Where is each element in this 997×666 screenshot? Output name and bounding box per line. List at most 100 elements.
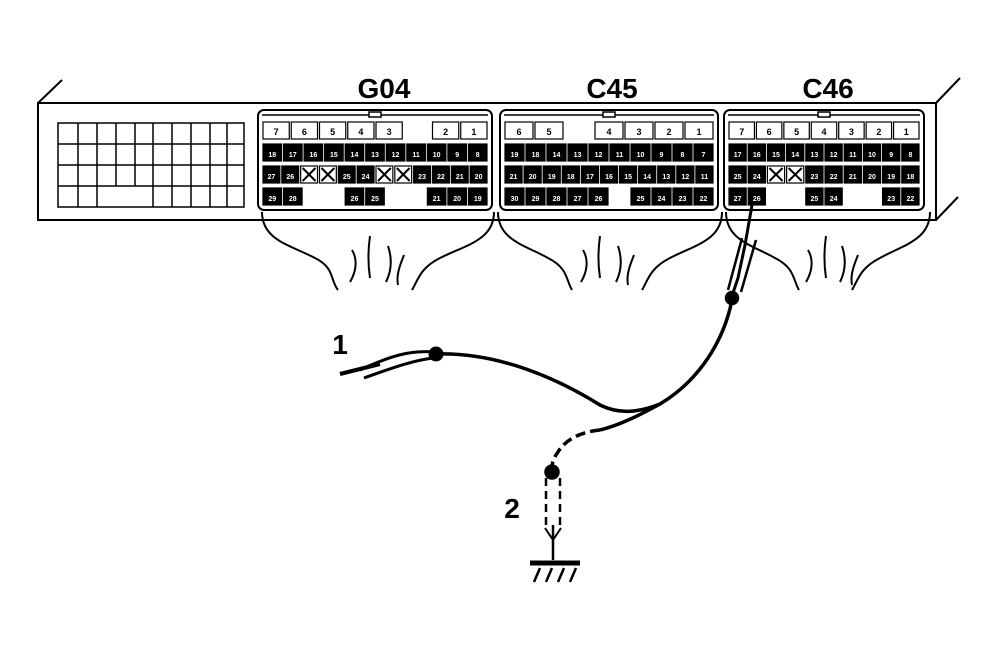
pin-number: 27 <box>574 196 582 203</box>
pin-number: 20 <box>453 196 461 203</box>
pin-number: 24 <box>830 196 838 203</box>
pin-cell: 14 <box>344 143 365 162</box>
pin-cell: 29 <box>525 187 546 206</box>
pin-number: 18 <box>907 174 915 181</box>
pin-cell: 26 <box>281 165 300 184</box>
pin-cell: 9 <box>447 143 468 162</box>
wire-harness <box>261 211 931 291</box>
pin-cell: 23 <box>805 165 824 184</box>
pin-cell: 3 <box>375 121 403 140</box>
pin-number: 29 <box>532 196 540 203</box>
pin-number: 11 <box>701 174 709 181</box>
pin-cell: 14 <box>785 143 805 162</box>
pin-number: 11 <box>849 152 857 159</box>
connector-label-c45: C45 <box>586 73 637 104</box>
pin-number: 18 <box>268 152 276 159</box>
pin-cell: 22 <box>431 165 450 184</box>
pin-number: 8 <box>476 152 480 159</box>
pin-cell: 20 <box>447 187 468 206</box>
pin-cell: 5 <box>534 121 564 140</box>
pin-cell: 11 <box>695 165 714 184</box>
pin-cell: 1 <box>892 121 920 140</box>
pin-cell: 10 <box>862 143 882 162</box>
pin-cell: 18 <box>262 143 283 162</box>
pin-number: 21 <box>433 196 441 203</box>
pin-cell: 25 <box>805 187 824 206</box>
connector-label-c46: C46 <box>802 73 853 104</box>
pin-number: 22 <box>830 174 838 181</box>
pin-cell: 6 <box>755 121 783 140</box>
pin-cell: 30 <box>504 187 525 206</box>
pin-cell: 15 <box>766 143 786 162</box>
pin-number: 8 <box>908 152 912 159</box>
pin-cell: 22 <box>901 187 920 206</box>
pin-number: 22 <box>700 196 708 203</box>
pin-number: 23 <box>887 196 895 203</box>
pin-number: 4 <box>606 127 611 137</box>
connector-label-g04: G04 <box>358 73 411 104</box>
pin-number: 23 <box>418 174 426 181</box>
pin-cell: 2 <box>865 121 893 140</box>
pin-cell: 18 <box>561 165 580 184</box>
pin-number: 13 <box>574 152 582 159</box>
pin-number: 10 <box>637 152 645 159</box>
pin-cell: 20 <box>523 165 542 184</box>
test-lead-probe <box>599 299 734 432</box>
pin-cell <box>318 165 337 184</box>
pin-cell: 8 <box>672 143 693 162</box>
pin-cell: 23 <box>672 187 693 206</box>
pin-number: 25 <box>343 174 351 181</box>
pin-cell: 13 <box>805 143 824 162</box>
pin-cell: 20 <box>862 165 882 184</box>
pin-number: 26 <box>595 196 603 203</box>
pin-number: 13 <box>811 152 819 159</box>
pin-number: 12 <box>392 152 400 159</box>
ground-icon <box>530 560 580 583</box>
pin-cell <box>785 165 805 184</box>
pin-cell: 4 <box>810 121 838 140</box>
pin-cell: 25 <box>728 165 747 184</box>
pin-cell: 28 <box>546 187 567 206</box>
pin-cell: 7 <box>693 143 714 162</box>
pin-cell: 22 <box>824 165 843 184</box>
pin-number: 26 <box>753 196 761 203</box>
pin-number: 10 <box>433 152 441 159</box>
pin-cell: 21 <box>426 187 447 206</box>
pin-number: 12 <box>830 152 838 159</box>
pin-cell: 18 <box>525 143 546 162</box>
pin-cell: 25 <box>630 187 651 206</box>
pin-cell: 6 <box>290 121 319 140</box>
pin-cell: 19 <box>504 143 525 162</box>
pin-cell: 23 <box>413 165 432 184</box>
pin-cell: 24 <box>356 165 375 184</box>
pin-cell <box>300 165 319 184</box>
pin-cell: 24 <box>651 187 672 206</box>
pin-number: 13 <box>662 174 670 181</box>
pin-cell: 17 <box>580 165 600 184</box>
pin-number: 29 <box>268 196 276 203</box>
pin-number: 6 <box>767 127 772 137</box>
pin-cell: 17 <box>282 143 303 162</box>
pin-number: 2 <box>443 127 448 137</box>
pin-cell: 12 <box>385 143 406 162</box>
pin-number: 15 <box>330 152 338 159</box>
pin-number: 21 <box>510 174 518 181</box>
pin-cell: 2 <box>654 121 684 140</box>
pin-number: 17 <box>289 152 297 159</box>
pin-cell: 16 <box>747 143 767 162</box>
pin-number: 3 <box>636 127 641 137</box>
pin-number: 20 <box>868 174 876 181</box>
callout-2: 2 <box>504 493 520 524</box>
pin-number: 20 <box>529 174 537 181</box>
pin-cell: 27 <box>262 165 281 184</box>
pin-cell: 6 <box>504 121 534 140</box>
pin-number: 27 <box>734 196 742 203</box>
pin-number: 24 <box>753 174 761 181</box>
pin-cell: 9 <box>881 143 901 162</box>
pin-number: 8 <box>681 152 685 159</box>
pin-cell: 13 <box>657 165 676 184</box>
pin-cell: 26 <box>747 187 767 206</box>
pin-cell: 21 <box>450 165 469 184</box>
pin-cell: 15 <box>618 165 638 184</box>
